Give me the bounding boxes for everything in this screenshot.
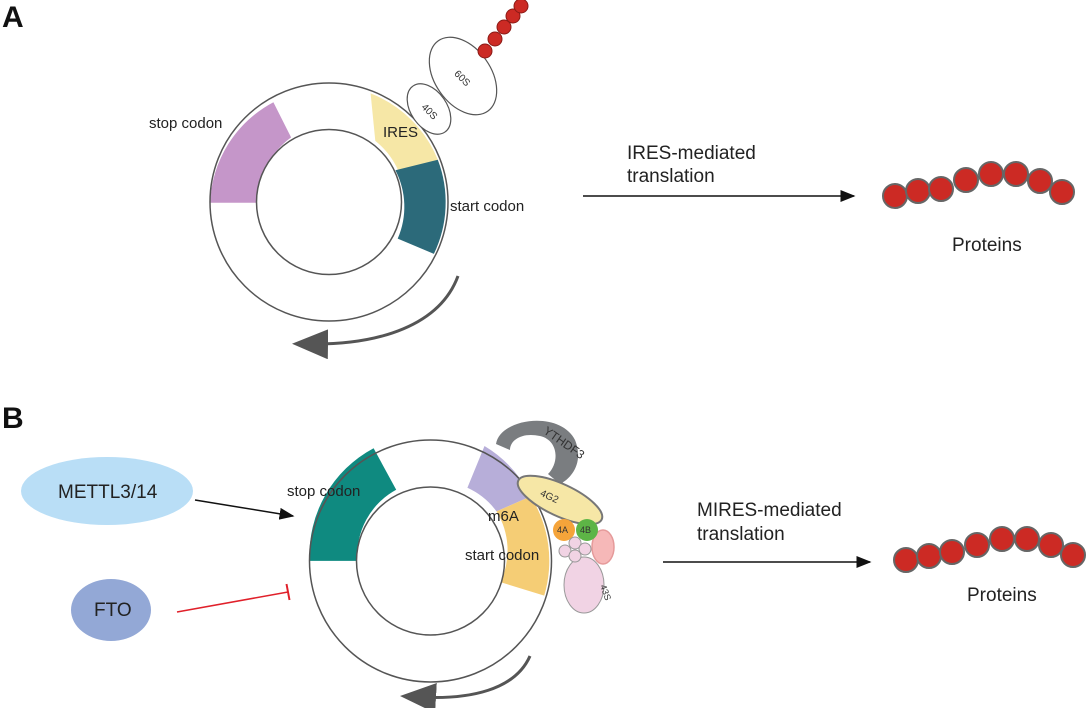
- eif4b-label: 4B: [580, 525, 591, 535]
- outer-ring-b: [308, 439, 553, 683]
- fto-inhibition-bar: [285, 583, 291, 601]
- stop-codon-label-a: stop codon: [149, 115, 222, 132]
- ribosome-40s: [406, 83, 452, 135]
- initiation-complex-beads: [558, 536, 592, 563]
- fto-node: [71, 579, 151, 641]
- eif4a-label: 4A: [557, 525, 568, 535]
- eif4a-shape: [553, 519, 575, 541]
- s43-shape: [563, 556, 605, 614]
- arrow-text-b-line2: translation: [697, 524, 785, 545]
- panel-b-letter: B: [2, 402, 24, 435]
- ires-segment: [370, 93, 438, 176]
- eif4g2-shape: [516, 474, 604, 526]
- nascent-peptide-chain: [477, 0, 529, 59]
- eif4b-shape: [576, 519, 598, 541]
- ires-label: IRES: [383, 124, 418, 141]
- ythdf3-shape: [496, 420, 579, 484]
- ribosome: 60S 40S: [406, 36, 498, 135]
- ribosome-60s: [428, 36, 498, 116]
- protein-chain-b: [893, 526, 1086, 573]
- outer-ring-a: [209, 82, 449, 322]
- stop-codon-label-b: stop codon: [287, 483, 360, 500]
- m6a-segment: [467, 446, 531, 512]
- mettl-label: METTL3/14: [58, 482, 158, 503]
- proteins-label-b: Proteins: [967, 585, 1037, 606]
- stop-codon-segment-b: [309, 448, 397, 561]
- inner-ring-a: [255, 128, 403, 276]
- rotation-arrow-a: [292, 275, 460, 360]
- arrow-text-b-line1: MIRES-mediated: [697, 500, 842, 521]
- inner-ring-b: [355, 486, 506, 636]
- panel-a-letter: A: [2, 1, 24, 34]
- rotation-arrow-b: [400, 655, 532, 708]
- mettl-activation-arrow: [194, 499, 295, 520]
- panel-a-circular-rna: [209, 82, 449, 322]
- stop-codon-segment-a: [210, 102, 292, 203]
- protein-chain-a: [882, 161, 1075, 209]
- fto-label: FTO: [94, 600, 132, 621]
- start-codon-segment-a: [395, 159, 446, 254]
- fto-inhibition-line: [176, 591, 289, 613]
- panel-b-circular-rna: [308, 439, 553, 683]
- mettl-node: [21, 457, 193, 525]
- proteins-label-a: Proteins: [952, 235, 1022, 256]
- start-codon-label-a: start codon: [450, 198, 524, 215]
- arrow-text-a-line2: translation: [627, 166, 715, 187]
- pink-factor: [591, 529, 615, 565]
- m6a-label: m6A: [488, 508, 519, 525]
- start-codon-segment-b: [496, 496, 550, 596]
- arrow-text-a-line1: IRES-mediated: [627, 143, 756, 164]
- start-codon-label-b: start codon: [465, 547, 539, 564]
